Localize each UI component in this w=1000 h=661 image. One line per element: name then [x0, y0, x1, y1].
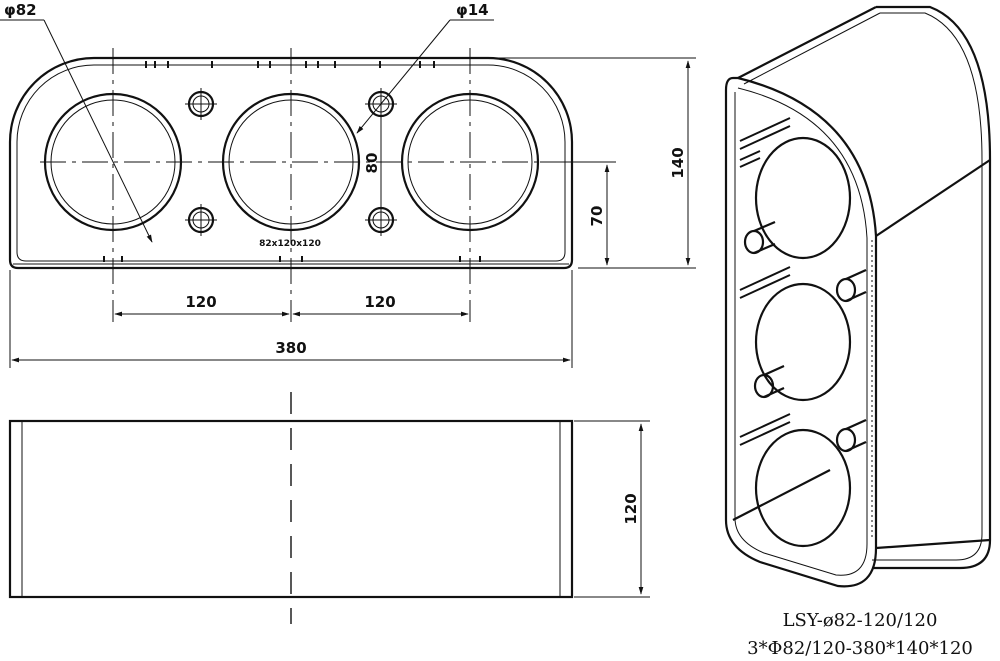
- small-hole-top-right: [365, 88, 397, 120]
- isometric-view: [724, 5, 992, 588]
- plate-marking: 82x120x120: [259, 239, 321, 249]
- caption-model: LSY-ø82-120/120: [783, 610, 938, 631]
- iso-slot-lines: [739, 117, 791, 446]
- svg-text:120: 120: [185, 293, 216, 311]
- iso-small-boss: [743, 220, 867, 453]
- phi14-label: φ14: [456, 1, 489, 19]
- side-view: [8, 392, 574, 624]
- side-outline: [8, 419, 574, 599]
- dim-380: 380: [9, 270, 573, 368]
- front-view: 82x120x120: [8, 48, 610, 322]
- iso-back-inner: [872, 12, 983, 561]
- svg-text:80: 80: [363, 153, 381, 174]
- front-inner-contour: [16, 64, 566, 262]
- iso-lower-edge: [732, 469, 831, 521]
- dim-spacing: 120 120: [114, 293, 469, 317]
- iso-top-edge: [737, 6, 877, 79]
- iso-large-hole-bottom: [754, 428, 852, 548]
- leader-phi14: φ14: [356, 1, 494, 134]
- small-hole-top-left: [185, 88, 217, 120]
- svg-text:70: 70: [588, 206, 606, 227]
- iso-back-outline: [872, 5, 992, 570]
- top-tick-marks: [145, 61, 435, 68]
- caption-spec: 3*Φ82/120-380*140*120: [747, 638, 973, 659]
- front-outer-contour: [8, 56, 574, 270]
- dim-depth-120: 120: [574, 420, 650, 598]
- small-hole-bottom-left: [185, 204, 217, 236]
- dim-70: 70: [540, 161, 616, 269]
- dim-140: 140: [490, 57, 696, 269]
- dim-80: 80: [363, 118, 382, 206]
- phi82-label: φ82: [4, 1, 37, 19]
- iso-side-edge: [875, 159, 991, 237]
- leader-phi82: φ82: [0, 1, 153, 243]
- svg-text:120: 120: [622, 493, 640, 524]
- small-hole-bottom-right: [365, 204, 397, 236]
- svg-text:380: 380: [275, 339, 306, 357]
- iso-front-inner: [734, 87, 868, 576]
- iso-large-hole-top: [754, 136, 852, 260]
- svg-text:140: 140: [669, 147, 687, 178]
- bottom-tick-marks: [103, 256, 481, 262]
- svg-text:120: 120: [364, 293, 395, 311]
- iso-large-hole-middle: [754, 282, 852, 402]
- iso-front-outline: [724, 76, 878, 588]
